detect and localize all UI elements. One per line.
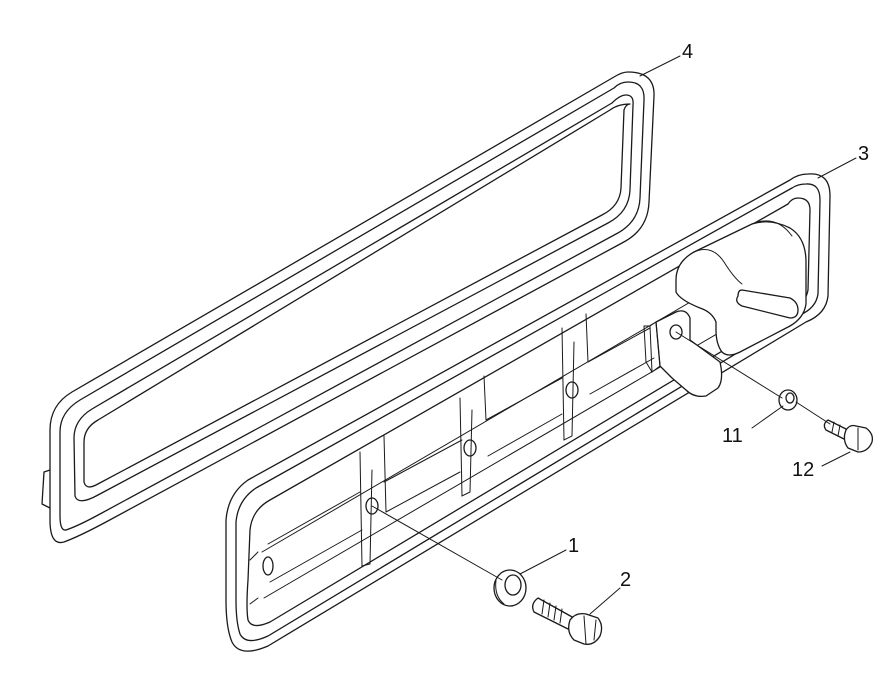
- centerline-washer-11: [675, 331, 783, 399]
- centerline-bolt-12: [795, 401, 831, 425]
- gasket-part-4: [41, 71, 655, 544]
- leader-line-4: [639, 55, 681, 77]
- callout-1: 1: [568, 535, 579, 557]
- callout-2: 2: [620, 569, 631, 591]
- leader-line-11: [751, 405, 784, 429]
- leader-line-1: [519, 549, 567, 575]
- leader-line-2: [589, 587, 621, 615]
- washer-part-11: [778, 389, 798, 411]
- bolt-part-12: [823, 419, 874, 453]
- callout-12: 12: [792, 459, 814, 481]
- valve-cover-part-3: [225, 173, 831, 652]
- centerline-washer-1: [371, 505, 503, 581]
- callout-11: 11: [722, 425, 743, 447]
- callout-4: 4: [682, 41, 693, 63]
- bolt-part-2: [532, 597, 603, 645]
- leader-line-3: [817, 157, 857, 179]
- washer-part-1: [493, 569, 527, 607]
- callout-3: 3: [858, 143, 869, 165]
- leader-line-12: [821, 451, 851, 467]
